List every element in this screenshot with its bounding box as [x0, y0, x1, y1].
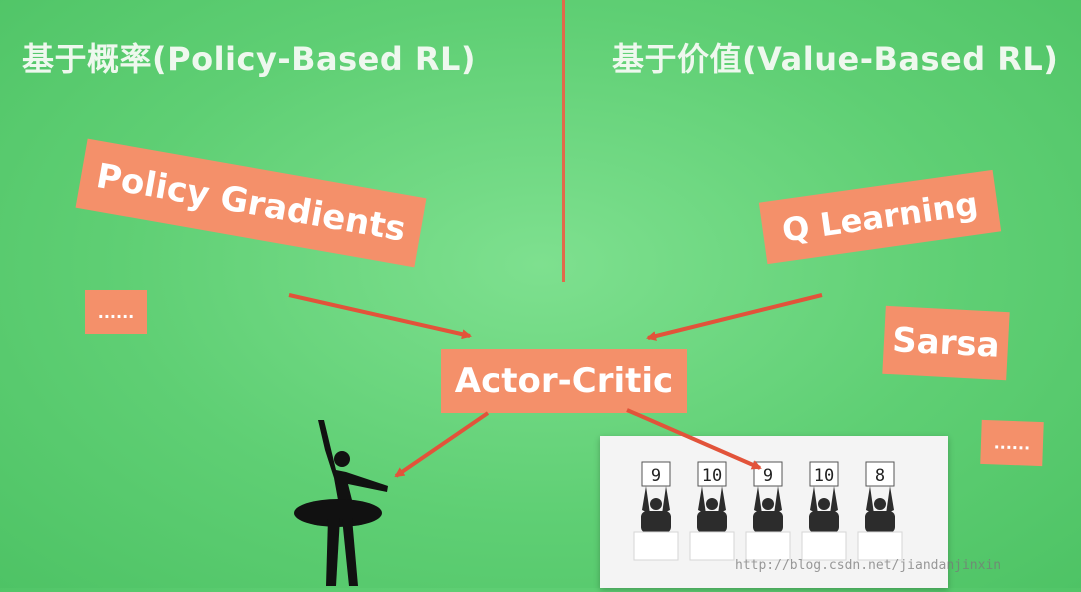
- score-label: 8: [875, 466, 885, 486]
- judges-illustration: 9 10 9 10 8: [633, 461, 903, 561]
- ellipsis-left-label: ......: [97, 302, 135, 322]
- arrow-ac-to-critic: [626, 408, 762, 470]
- judge-desk: [633, 531, 679, 561]
- judge-arms: [810, 486, 838, 514]
- judge-desk: [745, 531, 791, 561]
- ballerina-icon: [294, 420, 388, 586]
- score-label: 10: [814, 466, 834, 486]
- arrow-pg-to-ac: [288, 293, 472, 340]
- arrow-ac-to-actor: [394, 411, 490, 478]
- judge-arms: [866, 486, 894, 514]
- score-card: [809, 461, 839, 487]
- arrow-ql-to-ac: [646, 293, 823, 341]
- judge-arms: [698, 486, 726, 514]
- judge-head: [650, 498, 662, 510]
- judge-figure: 10: [801, 461, 847, 561]
- policy-based-heading: 基于概率(Policy-Based RL): [22, 40, 477, 78]
- judge-body: [641, 511, 671, 533]
- score-card: [697, 461, 727, 487]
- judge-desk: [857, 531, 903, 561]
- judge-figure: 9: [633, 461, 679, 561]
- judge-desk: [689, 531, 735, 561]
- value-based-heading: 基于价值(Value-Based RL): [612, 40, 1059, 78]
- judge-body: [753, 511, 783, 533]
- center-divider: [562, 0, 565, 282]
- judge-head: [762, 498, 774, 510]
- actor-critic-label: Actor-Critic: [454, 361, 674, 401]
- judges-panel: 9 10 9 10 8: [600, 436, 948, 588]
- judge-body: [809, 511, 839, 533]
- score-card: [865, 461, 895, 487]
- judge-head: [818, 498, 830, 510]
- judge-figure: 8: [857, 461, 903, 561]
- score-label: 9: [651, 466, 661, 486]
- judge-head: [706, 498, 718, 510]
- score-label: 9: [763, 466, 773, 486]
- judge-arms: [642, 486, 670, 514]
- judge-figure: 10: [689, 461, 735, 561]
- judge-arms: [754, 486, 782, 514]
- score-card: [641, 461, 671, 487]
- judge-body: [697, 511, 727, 533]
- ellipsis-left-box: ......: [85, 290, 147, 334]
- actor-critic-box: Actor-Critic: [441, 349, 687, 413]
- judge-figure: 9: [745, 461, 791, 561]
- judge-body: [865, 511, 895, 533]
- score-label: 10: [702, 466, 722, 486]
- judge-head: [874, 498, 886, 510]
- watermark-url: http://blog.csdn.net/jiandanjinxin: [735, 558, 1002, 573]
- judge-desk: [801, 531, 847, 561]
